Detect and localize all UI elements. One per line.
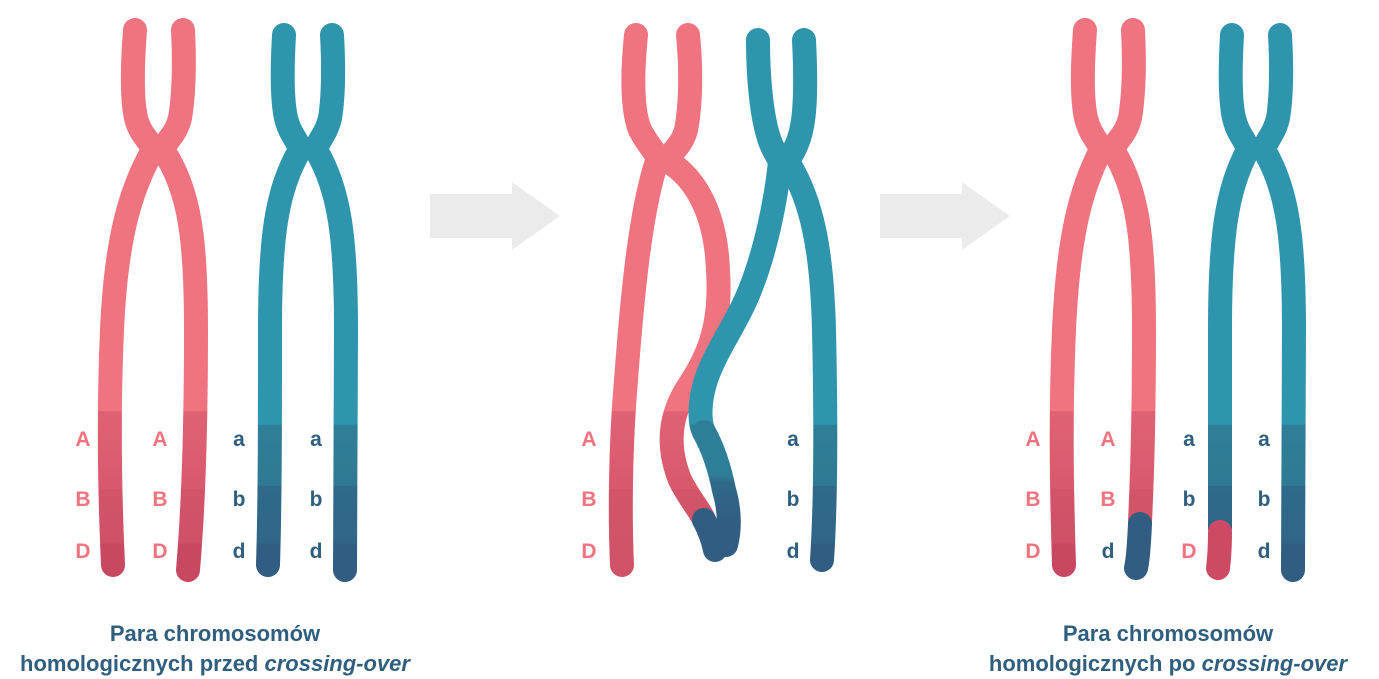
gene-label: B bbox=[1100, 488, 1115, 511]
caption-line-1: Para chromosomów bbox=[5, 619, 425, 649]
arrow-right-icon bbox=[430, 182, 560, 250]
gene-label: d bbox=[1102, 540, 1115, 563]
gene-label: D bbox=[152, 540, 167, 563]
gene-label: a bbox=[310, 428, 322, 451]
gene-label: a bbox=[1183, 428, 1195, 451]
gene-label: A bbox=[581, 428, 596, 451]
gene-label: D bbox=[75, 540, 90, 563]
gene-label: b bbox=[1258, 488, 1271, 511]
gene-label: a bbox=[1258, 428, 1270, 451]
teal-chromosome-before bbox=[268, 35, 346, 570]
gene-label: B bbox=[75, 488, 90, 511]
panel-crossing bbox=[621, 35, 826, 565]
gene-label: a bbox=[787, 428, 799, 451]
gene-label: b bbox=[310, 488, 323, 511]
caption-line-1: Para chromosomów bbox=[958, 619, 1378, 649]
gene-label: d bbox=[1258, 540, 1271, 563]
gene-label: D bbox=[1181, 540, 1196, 563]
gene-label: b bbox=[233, 488, 246, 511]
gene-label: A bbox=[152, 428, 167, 451]
gene-label: D bbox=[581, 540, 596, 563]
caption-italic-term: crossing-over bbox=[1202, 651, 1348, 676]
gene-label: b bbox=[1183, 488, 1196, 511]
gene-label: A bbox=[75, 428, 90, 451]
caption-line-2: homologicznych po crossing-over bbox=[958, 649, 1378, 679]
gene-label: d bbox=[310, 540, 323, 563]
arrow-right-icon bbox=[880, 182, 1010, 250]
caption-line-2: homologicznych przed crossing-over bbox=[5, 649, 425, 679]
gene-label: d bbox=[787, 540, 800, 563]
caption-after: Para chromosomów homologicznych po cross… bbox=[958, 619, 1378, 679]
gene-label: B bbox=[1025, 488, 1040, 511]
gene-label: A bbox=[1100, 428, 1115, 451]
gene-label: D bbox=[1025, 540, 1040, 563]
gene-label: d bbox=[233, 540, 246, 563]
gene-label: b bbox=[787, 488, 800, 511]
gene-label: A bbox=[1025, 428, 1040, 451]
teal-chromosome-after bbox=[1218, 35, 1294, 570]
caption-text: homologicznych po bbox=[989, 651, 1202, 676]
gene-label: B bbox=[581, 488, 596, 511]
gene-label: a bbox=[233, 428, 245, 451]
caption-text: homologicznych przed bbox=[20, 651, 264, 676]
pink-chromosome-crossing bbox=[621, 35, 719, 565]
caption-italic-term: crossing-over bbox=[264, 651, 410, 676]
gene-label: B bbox=[152, 488, 167, 511]
caption-before: Para chromosomów homologicznych przed cr… bbox=[5, 619, 425, 679]
